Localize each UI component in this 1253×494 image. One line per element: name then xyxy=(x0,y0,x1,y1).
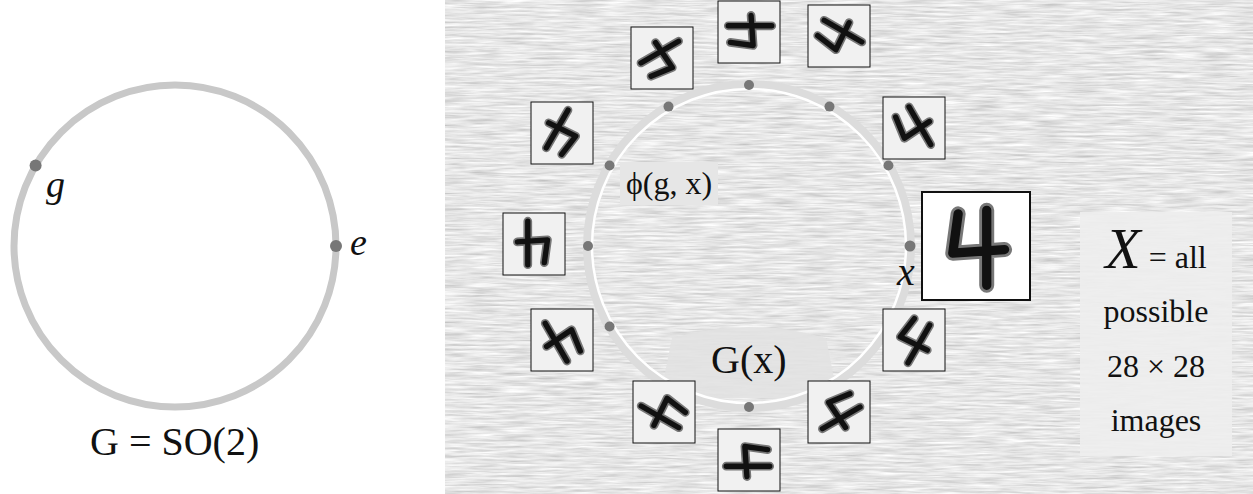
point-dot xyxy=(605,322,615,332)
digit-tile xyxy=(718,1,780,63)
digit-tile-large xyxy=(922,192,1030,300)
point-dot xyxy=(744,402,754,412)
group-circle xyxy=(14,85,342,407)
digit-tile xyxy=(531,309,593,371)
digit-tile xyxy=(808,5,870,67)
digit-tile xyxy=(503,213,565,275)
point-dot xyxy=(605,161,615,171)
ring-line xyxy=(592,89,906,403)
caption-box: X= all possible 28 × 28 images xyxy=(1080,212,1232,456)
digit-tile xyxy=(883,97,945,159)
point-dot xyxy=(30,160,42,172)
point-dot xyxy=(583,241,593,251)
orbit-label: G(x) xyxy=(711,338,787,382)
digit-tile xyxy=(718,429,780,491)
point-label: x xyxy=(897,250,915,294)
group-label: G = SO(2) xyxy=(90,420,259,464)
digit-tiles xyxy=(503,1,1030,491)
digit-tile xyxy=(531,102,593,164)
textured-panel xyxy=(445,0,1253,494)
digit-tile xyxy=(631,27,693,89)
ring-band xyxy=(588,85,910,407)
point-dot xyxy=(330,240,342,252)
point-label: e xyxy=(350,222,367,264)
point-dot xyxy=(825,102,835,112)
point-dot xyxy=(883,161,893,171)
point-dot xyxy=(664,102,674,112)
digit-tile xyxy=(883,309,945,371)
map-label: ϕ(g, x) xyxy=(620,162,718,205)
circle-outline xyxy=(14,85,336,407)
digit-tile xyxy=(633,381,695,443)
point-label: g xyxy=(46,164,65,206)
point-dot xyxy=(744,80,754,90)
orbit-dots xyxy=(583,80,916,412)
digit-tile xyxy=(808,381,870,443)
orbit-ring xyxy=(588,85,910,407)
space-symbol: X xyxy=(1105,216,1140,281)
